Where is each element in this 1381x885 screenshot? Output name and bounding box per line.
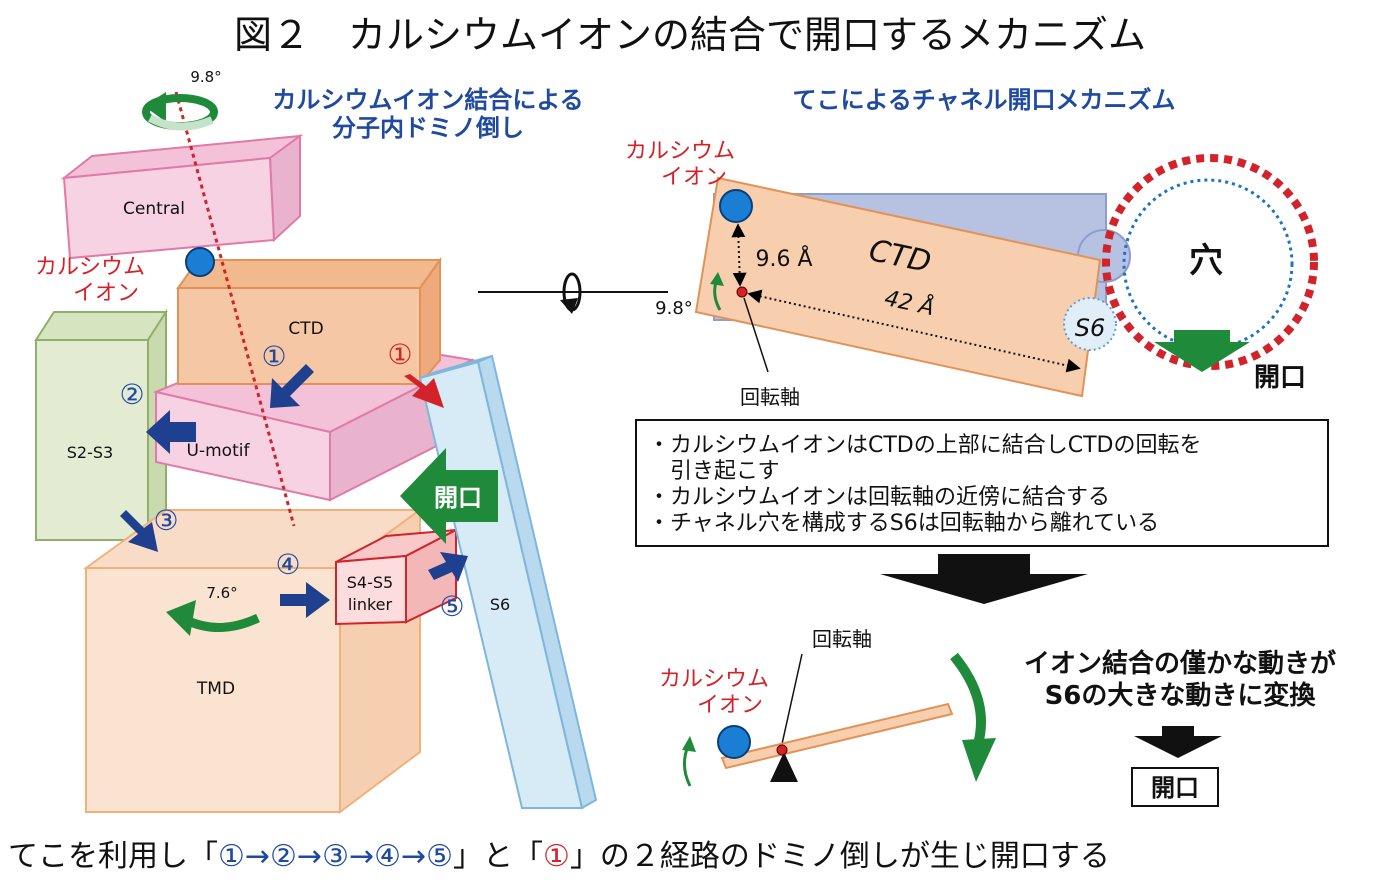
footer-part1: てこを利用し「 xyxy=(8,839,218,874)
footer-caption: てこを利用し「①→②→③→④→⑤」と「①」の２経路のドミノ倒しが生じ開口する xyxy=(8,839,1110,874)
distance-short-label: 9.6 Å xyxy=(755,245,812,272)
lever-calcium-label-line2: イオン xyxy=(697,693,763,718)
lever-open-label: 開口 xyxy=(1151,774,1199,802)
arrow-step1-red xyxy=(404,374,444,408)
step4-label: ④ xyxy=(275,548,300,581)
open-arrow-label: 開口 xyxy=(434,484,482,512)
step1-label: ① xyxy=(261,340,286,373)
calcium-label-right-line2: イオン xyxy=(661,165,727,190)
summary-bullet-2: ・カルシウムイオンは回転軸の近傍に結合する xyxy=(648,485,1110,510)
lever-desc-line2: S6の大きな動きに変換 xyxy=(1045,680,1317,711)
calcium-label-right-line1: カルシウム xyxy=(625,139,735,164)
top-rotation-arrow xyxy=(142,92,218,131)
calcium-label-left-line1: カルシウム xyxy=(35,255,145,280)
view-rotate-icon xyxy=(560,272,582,314)
left-subtitle-line2: 分子内ドミノ倒し xyxy=(332,114,524,142)
arrow-step3 xyxy=(120,510,158,552)
right-angle-label: 9.8° xyxy=(655,298,693,319)
step1-red-label: ① xyxy=(387,338,412,371)
tmd-angle-label: 7.6° xyxy=(206,584,237,602)
s4-s5-linker-block: S4-S5 linker xyxy=(335,528,457,626)
pore-open-label: 開口 xyxy=(1254,363,1306,393)
lever-calcium-ion xyxy=(717,725,751,759)
lever-desc-line1: イオン結合の僅かな動きが xyxy=(1024,648,1336,679)
u-motif-label: U-motif xyxy=(187,441,251,461)
tmd-rotation-arrowhead xyxy=(166,600,196,636)
tmd-rotation-arrow xyxy=(184,613,260,633)
calcium-label-left-line2: イオン xyxy=(73,281,139,306)
arrow-step4 xyxy=(280,582,330,618)
lever-calcium-label-line1: カルシウム xyxy=(659,667,769,692)
arrow-step2 xyxy=(146,410,196,454)
lever-pivot-leader xyxy=(781,653,803,745)
lever-pivot-point xyxy=(776,744,788,756)
summary-box xyxy=(635,419,1329,547)
central-block: Central xyxy=(60,134,304,260)
lever-small-arrowhead xyxy=(682,736,696,752)
lever-open-box xyxy=(1131,767,1219,807)
ctd-label: CTD xyxy=(288,319,323,339)
ctd-block: CTD xyxy=(176,256,442,387)
pivot-label-right: 回転軸 xyxy=(740,385,800,409)
calcium-ion-right xyxy=(719,189,753,223)
lever-big-arrowhead xyxy=(962,738,996,782)
lever-fulcrum xyxy=(770,752,798,782)
s2-s3-block: S2-S3 xyxy=(34,308,168,544)
figure-title: 図２ カルシウムイオンの結合で開口するメカニズム xyxy=(234,13,1146,57)
tmd-label: TMD xyxy=(196,679,235,699)
arrow-step1 xyxy=(270,364,314,408)
s4-s5-label-line2: linker xyxy=(348,595,393,614)
central-label: Central xyxy=(123,199,185,219)
pore-closed-outline xyxy=(1122,178,1294,350)
pivot-leader xyxy=(743,297,769,373)
s6-label-left: S6 xyxy=(490,595,510,614)
domino-arrows xyxy=(120,364,468,618)
summary-bullet-3: ・チャネル穴を構成するS6は回転軸から離れている xyxy=(648,511,1159,536)
footer-path-red: ① xyxy=(543,839,570,874)
s2-s3-label: S2-S3 xyxy=(67,443,113,462)
step2-label: ② xyxy=(119,378,144,411)
left-subtitle-line1: カルシウムイオン結合による xyxy=(272,86,583,114)
footer-path-blue: ①→②→③→④→⑤ xyxy=(218,839,453,874)
lever-small-arrow xyxy=(683,745,692,787)
calcium-ion-left xyxy=(185,247,215,277)
rotation-axis-dashed xyxy=(174,91,296,527)
summary-bullet-1-cont: 引き起こす xyxy=(648,459,780,484)
step5-label: ⑤ xyxy=(439,590,464,623)
distance-long-arrow xyxy=(747,289,1081,373)
s6-label-right: S6 xyxy=(1075,314,1106,342)
big-down-arrow xyxy=(880,554,1088,604)
step3-label: ③ xyxy=(153,504,178,537)
pore-open-arrow xyxy=(1154,330,1250,372)
open-arrow: 開口 xyxy=(400,448,498,544)
pore-open-outline xyxy=(1102,154,1318,370)
lever-pivot-label: 回転軸 xyxy=(812,627,872,651)
pore-label: 穴 xyxy=(1189,241,1223,281)
lever-big-arrow xyxy=(950,652,986,746)
s4-s5-label-line1: S4-S5 xyxy=(347,573,393,592)
summary-bullet-1: ・カルシウムイオンはCTDの上部に結合しCTDの回転を xyxy=(648,433,1201,458)
footer-part2: 」と「 xyxy=(453,839,543,874)
pivot-point-right xyxy=(736,286,748,298)
top-angle-label: 9.8° xyxy=(190,68,221,86)
footer-part3: 」の２経路のドミノ倒しが生じ開口する xyxy=(570,839,1110,874)
lever-down-arrow xyxy=(1134,726,1222,758)
arrow-step5 xyxy=(428,552,468,582)
right-rotate-arrowhead xyxy=(710,272,724,286)
right-subtitle: てこによるチャネル開口メカニズム xyxy=(792,86,1175,114)
